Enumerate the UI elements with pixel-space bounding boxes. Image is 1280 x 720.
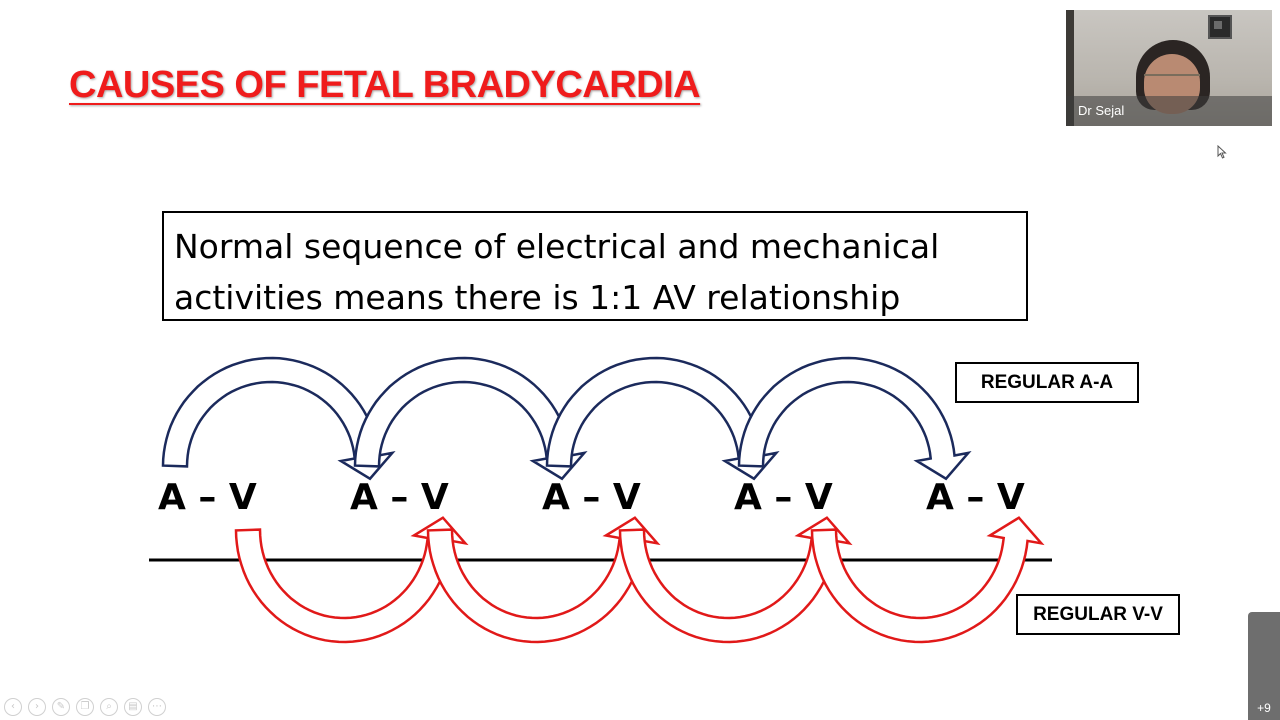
av-label-4: A – V — [734, 477, 833, 518]
atrial-arrow-1 — [161, 356, 396, 481]
ventricular-arrow-1 — [234, 516, 469, 644]
av-label-2: A – V — [350, 477, 449, 518]
statement-line-1: Normal sequence of electrical and mechan… — [174, 227, 940, 266]
participants-count: +9 — [1257, 701, 1271, 715]
av-label-1: A – V — [158, 477, 257, 518]
regular-aa-label: REGULAR A-A — [955, 362, 1139, 403]
wall-frame — [1208, 15, 1232, 39]
ventricular-arrow-4 — [810, 516, 1045, 644]
more-icon[interactable]: ⋯ — [148, 698, 166, 716]
ventricular-arrows — [234, 516, 1045, 644]
video-background — [1066, 10, 1074, 126]
pen-icon[interactable]: ✎ — [52, 698, 70, 716]
ventricular-arrow-2 — [426, 516, 661, 644]
statement-line-2: activities means there is 1:1 AV relatio… — [174, 278, 901, 317]
participant-video-tile[interactable]: Dr Sejal — [1066, 10, 1272, 126]
next-icon[interactable]: › — [28, 698, 46, 716]
previous-icon[interactable]: ‹ — [4, 698, 22, 716]
slide-title: CAUSES OF FETAL BRADYCARDIA — [69, 64, 701, 106]
regular-vv-label: REGULAR V-V — [1016, 594, 1180, 635]
mouse-cursor-icon — [1217, 145, 1227, 159]
participants-tab[interactable]: +9 — [1248, 612, 1280, 720]
atrial-arrows — [161, 356, 972, 481]
av-label-5: A – V — [926, 477, 1025, 518]
atrial-arrow-2 — [353, 356, 588, 481]
participant-name: Dr Sejal — [1066, 96, 1272, 126]
atrial-arrow-3 — [545, 356, 780, 481]
participant-glasses — [1144, 74, 1200, 88]
av-label-3: A – V — [542, 477, 641, 518]
slide-toolbar: ‹ › ✎ ❐ ⌕ ▤ ⋯ — [4, 698, 166, 716]
zoom-icon[interactable]: ⌕ — [100, 698, 118, 716]
statement-box: Normal sequence of electrical and mechan… — [162, 211, 1028, 321]
atrial-arrow-4 — [737, 356, 972, 481]
ventricular-arrow-3 — [618, 516, 853, 644]
slides-icon[interactable]: ▤ — [124, 698, 142, 716]
copy-icon[interactable]: ❐ — [76, 698, 94, 716]
